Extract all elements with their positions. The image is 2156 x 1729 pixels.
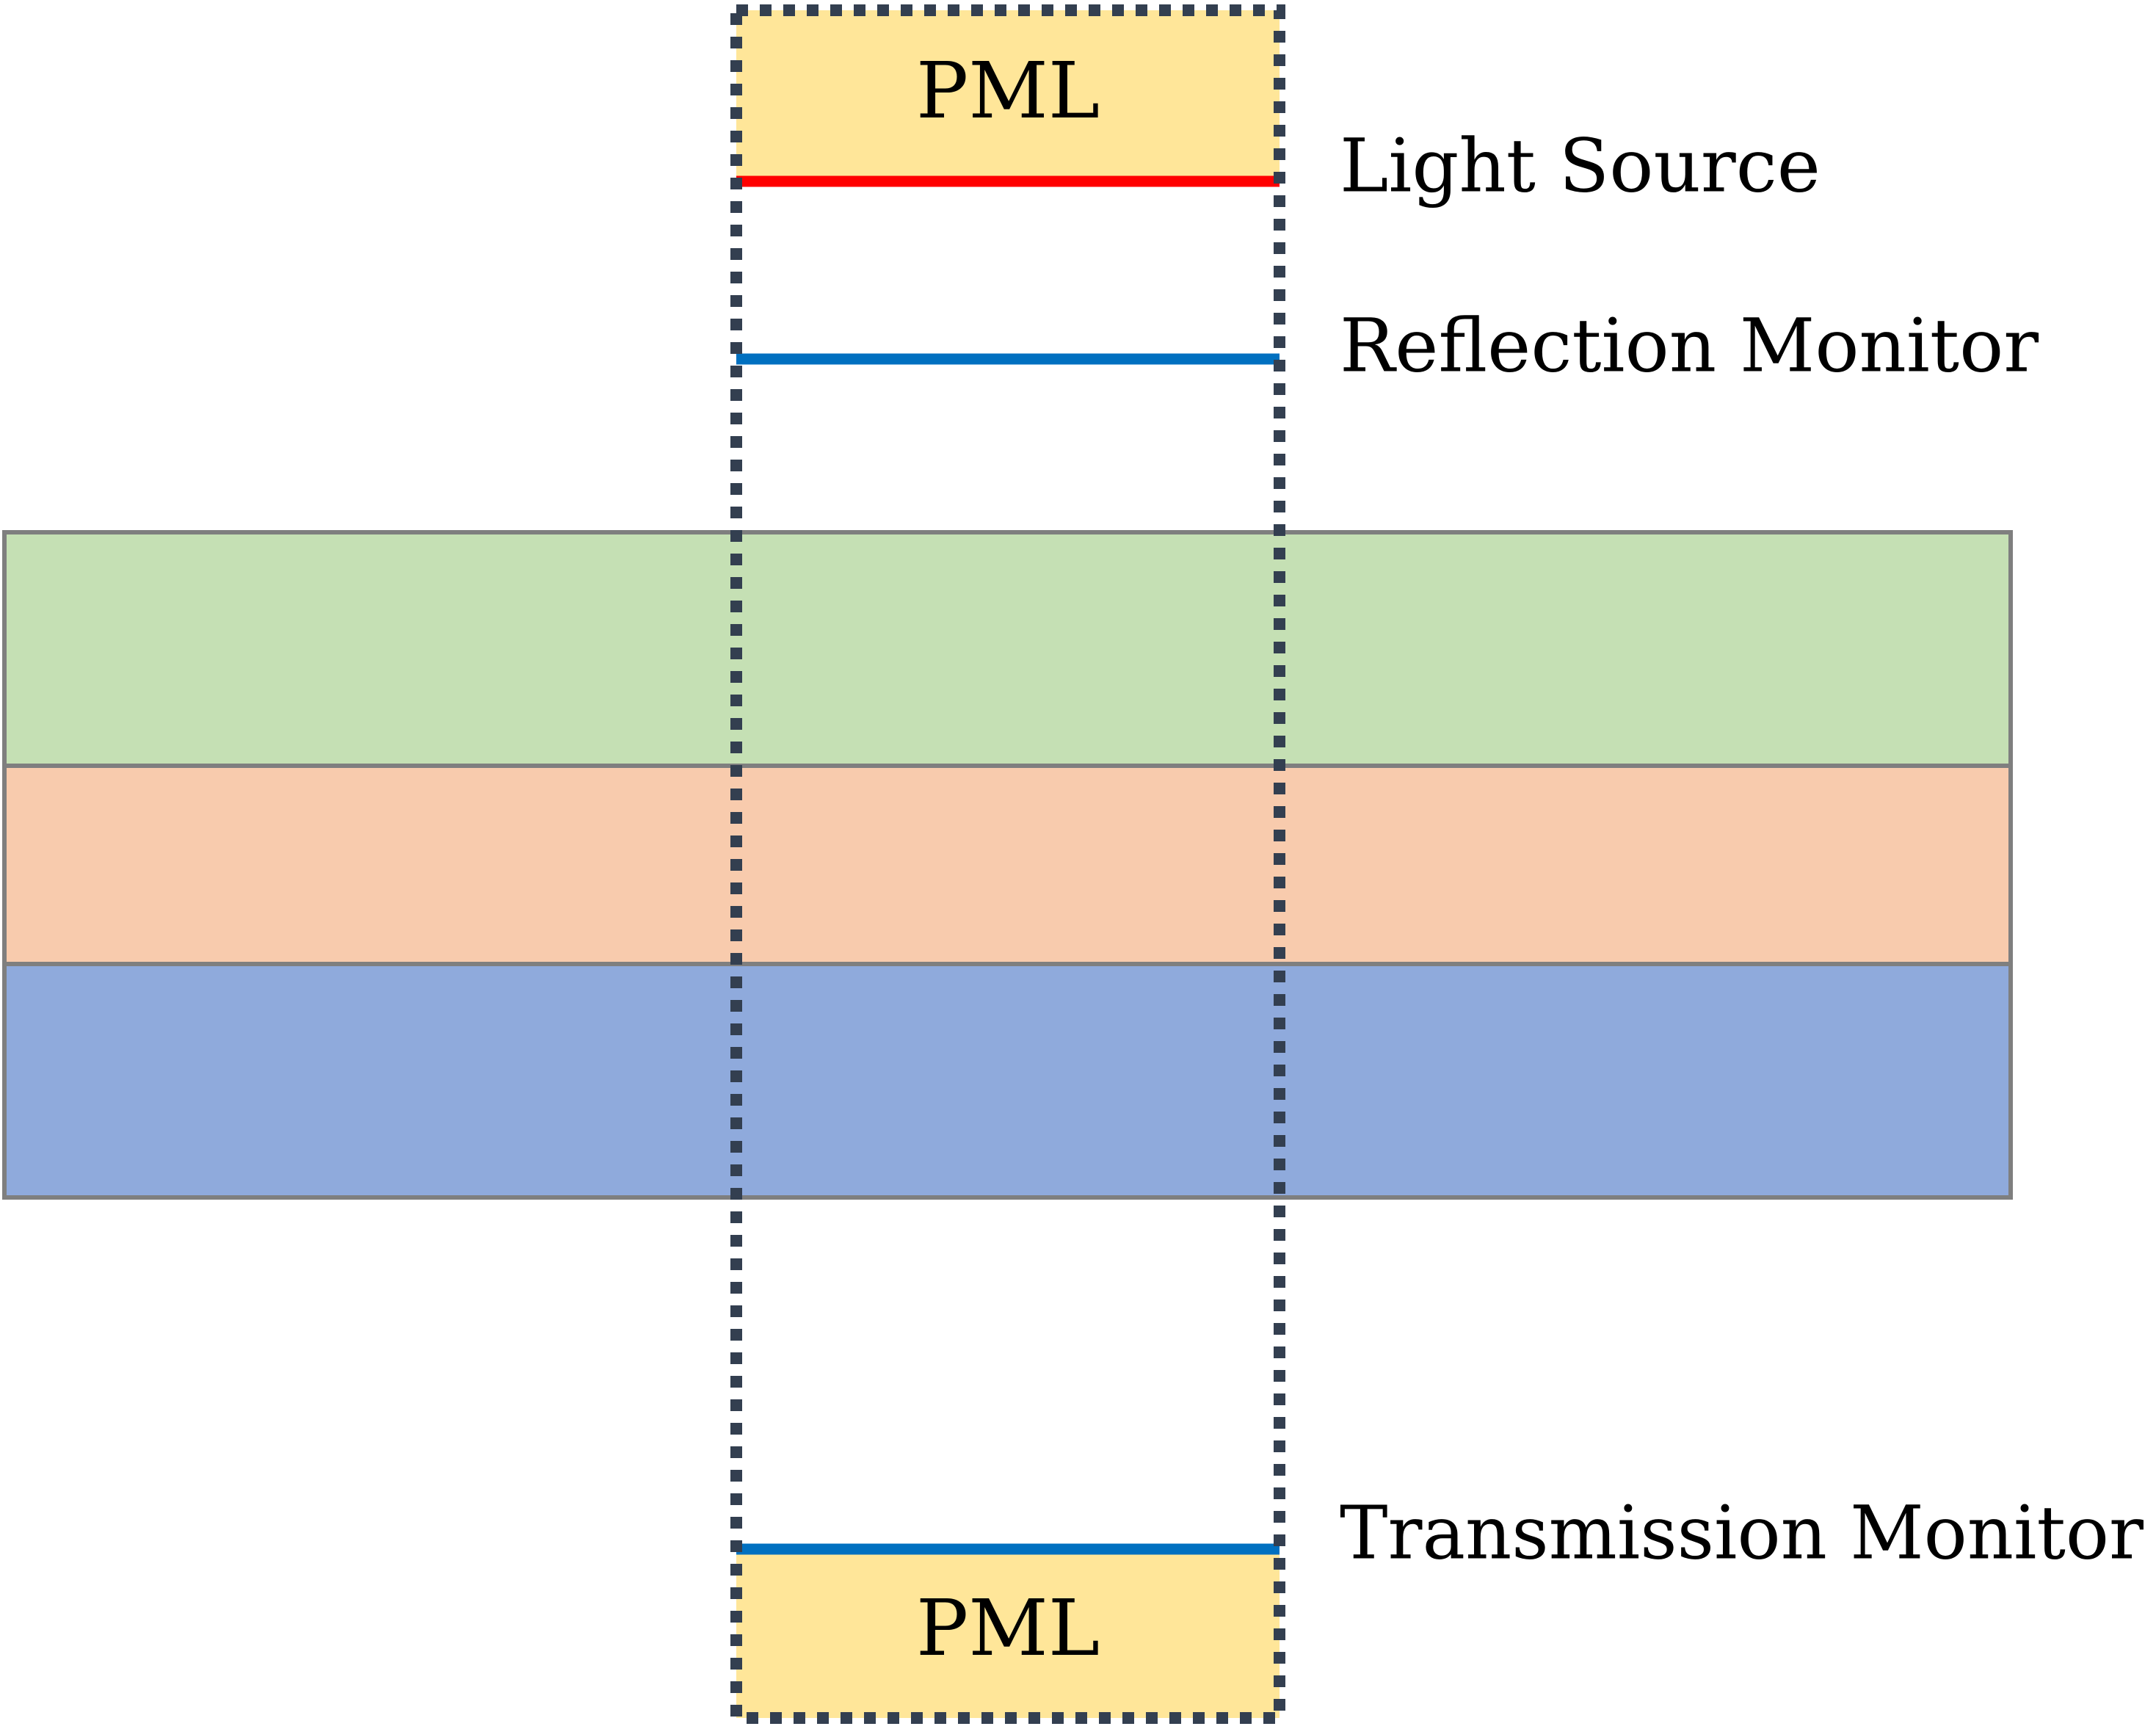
pml-top-region	[736, 10, 1280, 181]
pml-bottom-region	[736, 1549, 1280, 1718]
light-source-label: Light Source	[1340, 123, 1821, 209]
layer-top	[2, 530, 2013, 768]
layer-middle	[2, 764, 2013, 966]
transmission-monitor-label: Transmission Monitor	[1340, 1490, 2144, 1576]
pml-top-label: PML	[916, 46, 1100, 136]
simulation-boundary	[730, 4, 1285, 1724]
pml-bottom-label: PML	[916, 1583, 1100, 1673]
layer-bottom	[2, 962, 2013, 1200]
reflection-monitor-label: Reflection Monitor	[1340, 303, 2039, 389]
